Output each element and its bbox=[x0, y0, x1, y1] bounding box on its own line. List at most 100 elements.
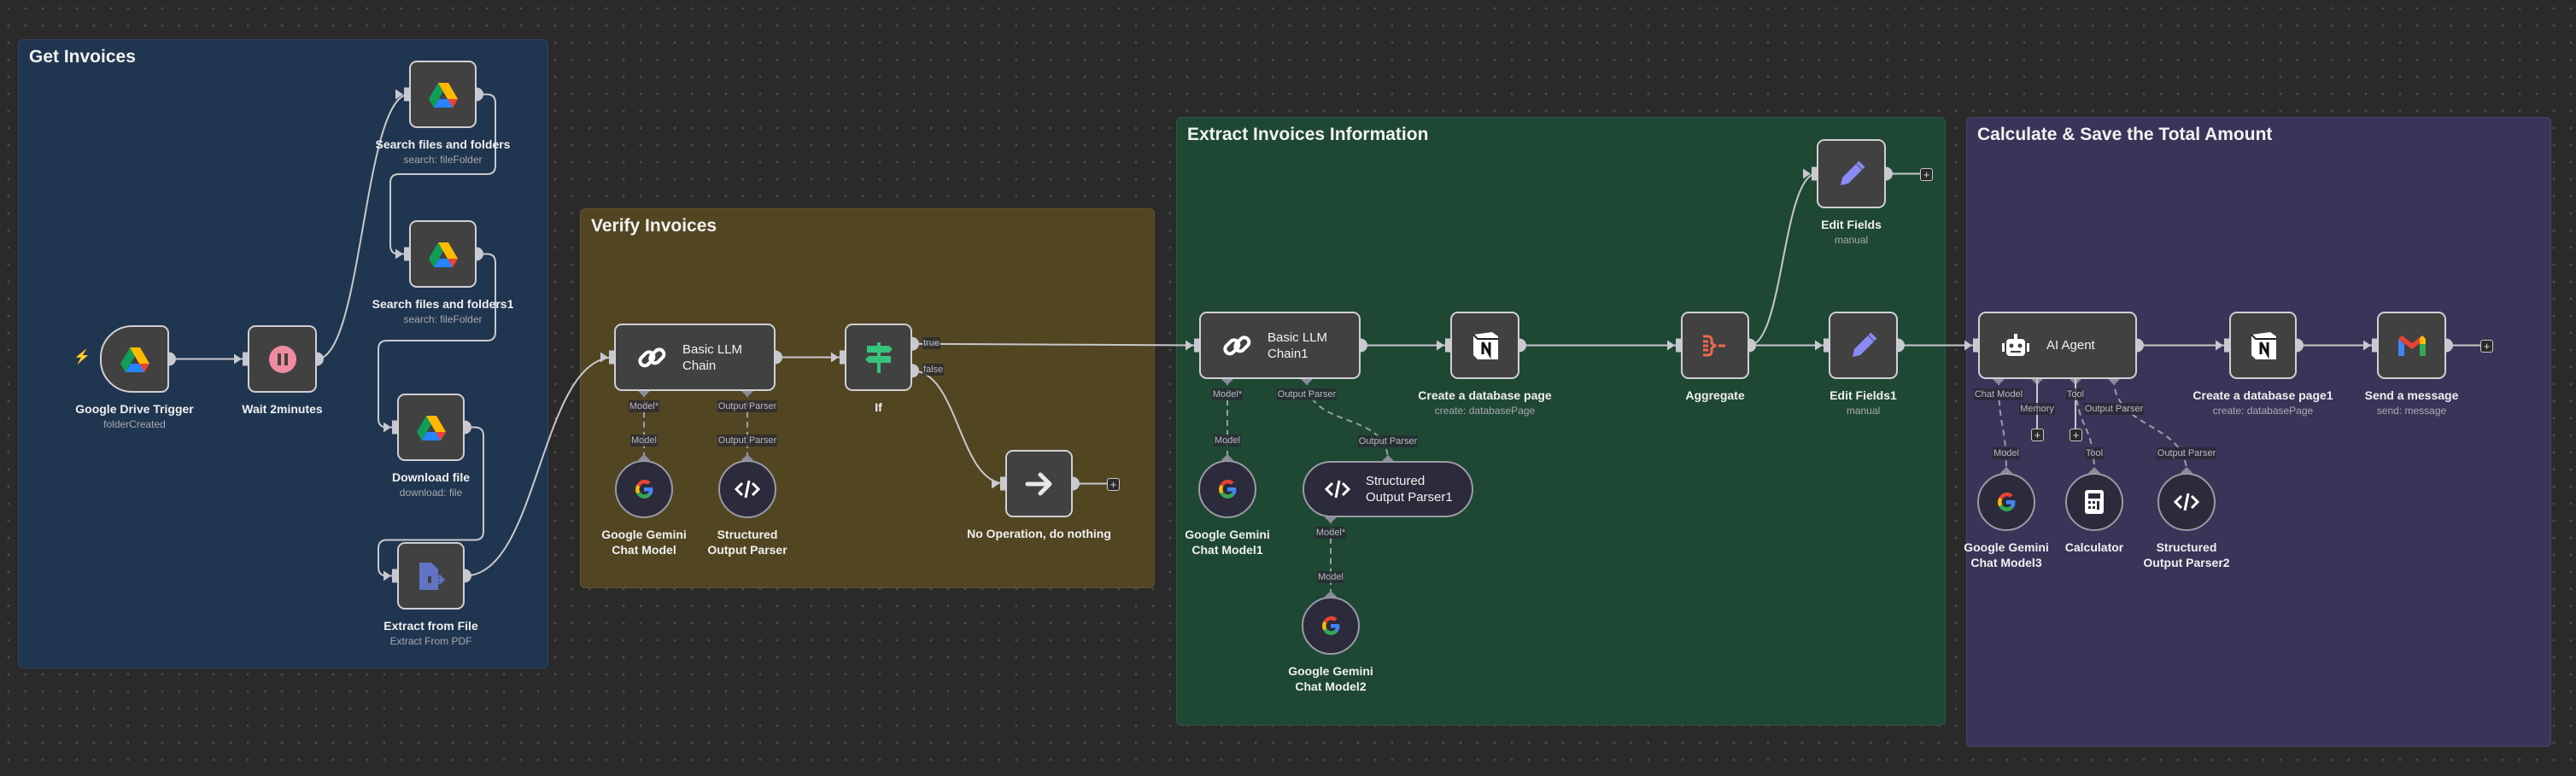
node-subtitle: send: message bbox=[2376, 405, 2447, 417]
pencil-icon bbox=[1849, 331, 1878, 360]
sticky-group-calculate-save-the-total-amount[interactable]: Calculate & Save the Total Amount bbox=[1966, 117, 2551, 747]
node-edit[interactable] bbox=[1817, 139, 1886, 208]
node-subtitle: Extract From PDF bbox=[389, 635, 472, 647]
add-memory-button[interactable]: + bbox=[2031, 429, 2044, 441]
port-label-llm1: Output Parser bbox=[1276, 388, 1338, 400]
aggregate-icon bbox=[1700, 333, 1730, 359]
port-label-llm: Output Parser bbox=[717, 400, 778, 412]
link-icon bbox=[636, 342, 667, 373]
handle-label: Tool bbox=[2084, 447, 2105, 459]
node-label: Google Gemini Chat Model1 bbox=[1185, 528, 1270, 557]
node-label: Send a message bbox=[2364, 388, 2459, 402]
node-extract[interactable] bbox=[397, 542, 465, 610]
port-label-llm: Model* bbox=[628, 400, 660, 412]
node-notion[interactable] bbox=[1450, 312, 1519, 379]
node-label: Download file bbox=[392, 470, 470, 484]
node-gmail[interactable] bbox=[2377, 312, 2446, 379]
node-sop2[interactable] bbox=[2157, 473, 2216, 531]
add-node-button[interactable]: + bbox=[2480, 339, 2493, 353]
add-node-button[interactable]: + bbox=[1107, 477, 1120, 491]
robot-icon bbox=[2000, 331, 2031, 360]
notion-icon bbox=[1471, 330, 1500, 361]
node-label: Create a database page bbox=[1418, 388, 1552, 402]
node-label: Extract from File bbox=[383, 619, 478, 633]
if-output-false: false bbox=[922, 364, 945, 376]
node-aggregate[interactable] bbox=[1681, 312, 1749, 379]
node-gemini1[interactable] bbox=[1198, 460, 1256, 518]
node-label: Search files and folders bbox=[375, 137, 511, 151]
node-calc[interactable] bbox=[2065, 473, 2123, 531]
add-node-button[interactable]: + bbox=[1920, 167, 1933, 181]
code-icon bbox=[735, 479, 760, 499]
handle-label: Output Parser bbox=[2156, 447, 2217, 459]
code-icon bbox=[1325, 479, 1350, 499]
handle-label: Model bbox=[1993, 447, 2020, 459]
node-label: Create a database page1 bbox=[2193, 388, 2333, 402]
handle-label: Model bbox=[1317, 571, 1344, 583]
port-label-llm1: Model* bbox=[1211, 388, 1244, 400]
handle-label: Model bbox=[1214, 435, 1241, 446]
node-subtitle: create: databasePage bbox=[1434, 405, 1536, 417]
node-label: Basic LLM Chain bbox=[682, 341, 743, 373]
google-icon bbox=[632, 477, 656, 501]
node-label: Google Gemini Chat Model bbox=[601, 528, 687, 557]
node-download[interactable] bbox=[397, 394, 465, 461]
node-gemini[interactable] bbox=[615, 460, 673, 518]
signpost-icon bbox=[864, 341, 894, 375]
pause-icon bbox=[268, 345, 297, 374]
node-label: Structured Output Parser bbox=[707, 528, 787, 557]
port-label-agent: Tool bbox=[2065, 388, 2086, 400]
node-llm1[interactable]: Basic LLM Chain1 bbox=[1199, 312, 1361, 379]
node-llm[interactable]: Basic LLM Chain bbox=[614, 324, 776, 391]
trigger-bolt-icon: ⚡ bbox=[73, 350, 91, 365]
node-sop[interactable] bbox=[718, 460, 776, 518]
node-subtitle: create: databasePage bbox=[2212, 405, 2314, 417]
google-drive-icon bbox=[416, 415, 446, 441]
node-search1[interactable] bbox=[409, 220, 477, 288]
node-gemini3[interactable] bbox=[1977, 473, 2035, 531]
group-title: Verify Invoices bbox=[591, 216, 717, 236]
gmail-icon bbox=[2397, 334, 2427, 358]
node-label: AI Agent bbox=[2046, 338, 2095, 353]
calculator-icon bbox=[2084, 489, 2105, 515]
node-subtitle: download: file bbox=[399, 487, 463, 499]
group-title: Get Invoices bbox=[29, 47, 136, 67]
node-label: Wait 2minutes bbox=[242, 402, 323, 416]
node-noop[interactable] bbox=[1005, 450, 1073, 517]
node-agent[interactable]: AI Agent bbox=[1978, 312, 2137, 379]
handle-label: Model bbox=[630, 435, 658, 446]
node-label: Google Gemini Chat Model3 bbox=[1964, 540, 2049, 569]
if-output-true: true bbox=[922, 336, 940, 349]
sticky-group-verify-invoices[interactable]: Verify Invoices bbox=[580, 208, 1155, 588]
node-subtitle: manual bbox=[1834, 234, 1869, 246]
handle-label: Output Parser bbox=[1357, 435, 1419, 447]
node-wait[interactable] bbox=[248, 325, 317, 393]
node-label: Calculator bbox=[2064, 540, 2124, 554]
node-gemini2[interactable] bbox=[1302, 597, 1360, 655]
node-label: Structured Output Parser2 bbox=[2143, 540, 2230, 569]
node-trigger[interactable] bbox=[100, 325, 169, 393]
node-label: No Operation, do nothing bbox=[967, 527, 1111, 540]
node-search[interactable] bbox=[409, 61, 477, 128]
google-drive-icon bbox=[428, 82, 458, 108]
code-icon bbox=[2174, 492, 2199, 512]
node-label: Google Drive Trigger bbox=[75, 402, 194, 416]
node-label: If bbox=[875, 400, 882, 414]
node-subtitle: search: fileFolder bbox=[403, 313, 483, 325]
port-label-agent: Output Parser bbox=[2083, 403, 2145, 415]
add-tool-button[interactable]: + bbox=[2070, 429, 2082, 441]
port-label-agent: Memory bbox=[2019, 403, 2055, 415]
node-notion1[interactable] bbox=[2229, 312, 2297, 379]
group-title: Calculate & Save the Total Amount bbox=[1977, 125, 2273, 144]
notion-icon bbox=[2249, 330, 2278, 361]
node-edit1[interactable] bbox=[1829, 312, 1898, 379]
file-export-icon bbox=[416, 561, 447, 592]
google-drive-icon bbox=[428, 242, 458, 267]
google-icon bbox=[1994, 490, 2018, 514]
node-label: Edit Fields1 bbox=[1830, 388, 1897, 402]
port-label-sop1: Model* bbox=[1314, 527, 1347, 539]
node-subtitle: search: fileFolder bbox=[403, 154, 483, 166]
google-icon bbox=[1215, 477, 1239, 501]
node-if[interactable] bbox=[845, 324, 912, 391]
node-sop1[interactable]: Structured Output Parser1 bbox=[1303, 461, 1473, 517]
